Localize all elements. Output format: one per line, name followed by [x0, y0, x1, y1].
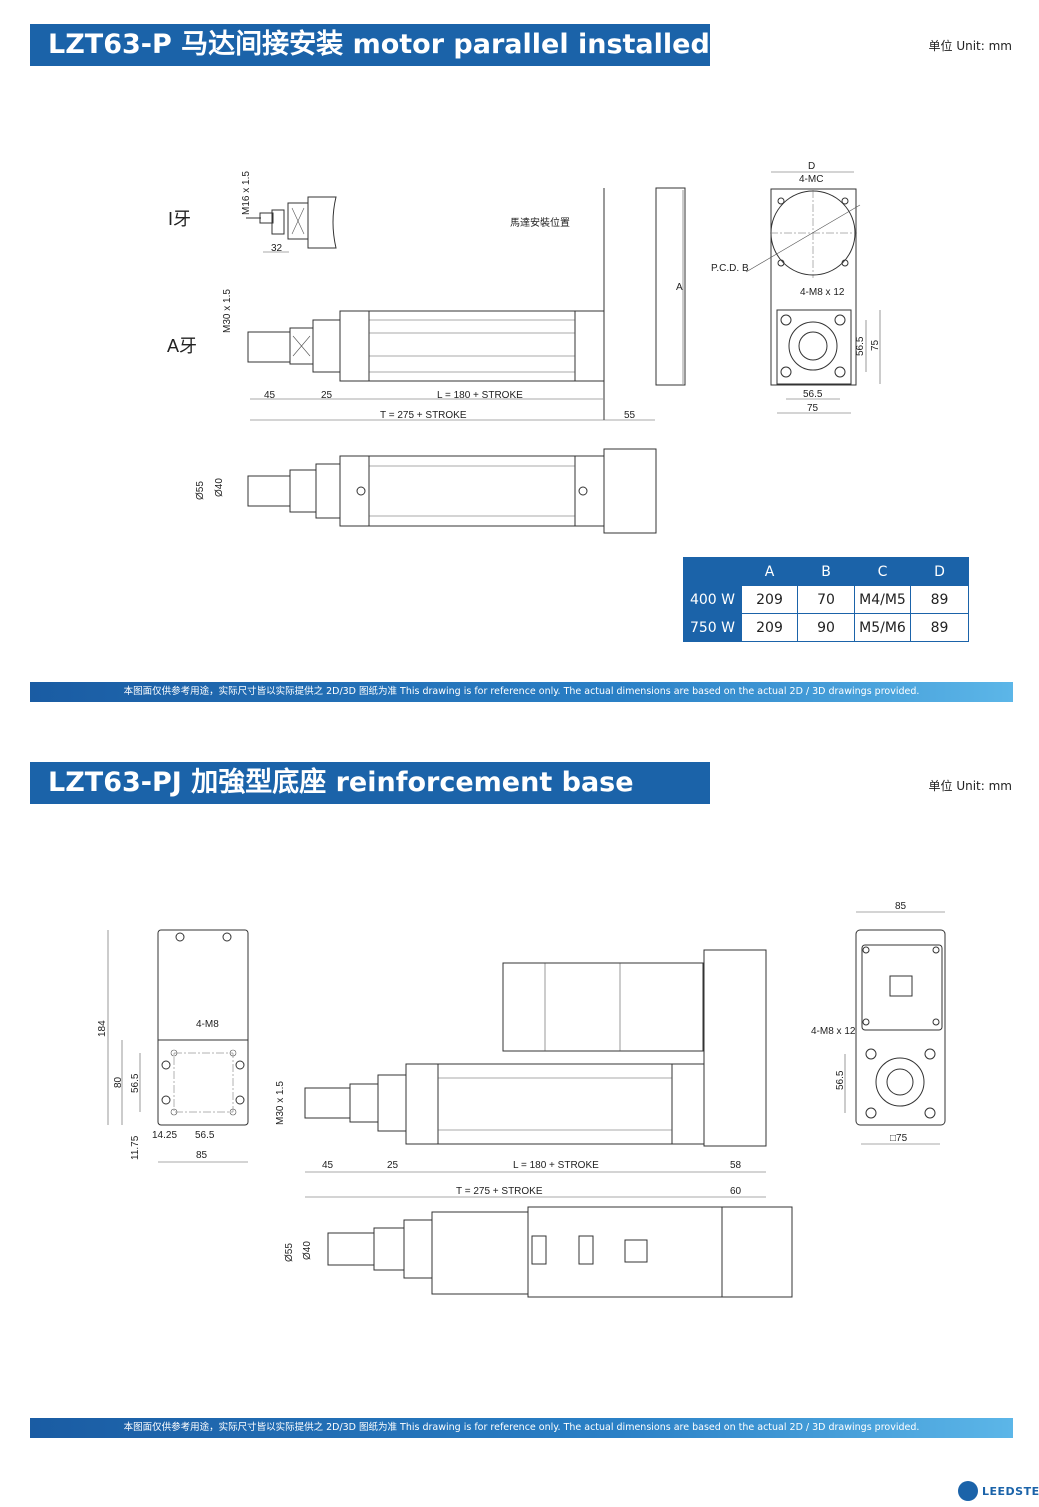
table-cell: 89: [910, 613, 969, 642]
base-plate-view: 184 4-M8 80 56.5 11.75 14.25 56.5 85: [97, 929, 249, 1163]
table-cell: 70: [797, 585, 855, 614]
reinforced-side-view: M30 x 1.5 45 25 L = 180 + STROKE 58 T = …: [275, 949, 767, 1198]
dim-56-5-h2: 56.5: [195, 1130, 215, 1141]
a-thread-label: A牙: [167, 336, 197, 356]
table-cell: 90: [797, 613, 855, 642]
reinforced-end-view: 85 4-M8 x 12 56.5 □75: [811, 901, 946, 1145]
spec-table: A B C D 400 W 209 70 M4/M5 89 750 W 209 …: [683, 557, 969, 642]
dim-t-2: T = 275 + STROKE: [456, 1186, 543, 1197]
dim-55: 55: [624, 410, 636, 421]
table-cell: M5/M6: [854, 613, 911, 642]
table-header-row: A B C D: [683, 557, 969, 586]
section1-disclaimer: 本图面仅供参考用途，实际尺寸皆以实际提供之 2D/3D 图纸为准 This dr…: [30, 682, 1013, 702]
actuator-side-view: A牙 A M30 x 1.5 45 25 L = 180 + STROKE T …: [167, 187, 686, 421]
dim-m8x12: 4-M8 x 12: [800, 287, 845, 298]
table-row: 400 W 209 70 M4/M5 89: [683, 585, 969, 614]
dim-56-5-end: 56.5: [835, 1070, 846, 1090]
dim-sq75: □75: [890, 1133, 908, 1144]
brand-logo: LEEDSTE: [958, 1481, 1039, 1501]
dim-25: 25: [321, 390, 333, 401]
section1-title: LZT63-P 马达间接安装 motor parallel installed: [30, 24, 710, 66]
dim-14-25: 14.25: [152, 1130, 177, 1141]
dim-m30: M30 x 1.5: [222, 289, 233, 333]
table-cell: 750 W: [683, 613, 742, 642]
dim-32: 32: [271, 243, 283, 254]
dim-m16: M16 x 1.5: [241, 171, 252, 215]
actuator-top-view: Ø55 Ø40: [195, 448, 657, 534]
table-header: C: [854, 557, 911, 586]
section1-unit: 单位 Unit: mm: [928, 39, 1012, 53]
i-thread-detail: I牙 32 M16 x 1.5: [168, 171, 337, 254]
dim-d: D: [808, 161, 815, 172]
dim-d40-2: Ø40: [302, 1241, 313, 1260]
logo-mark-icon: [958, 1481, 978, 1501]
motor-position-label: 馬達安裝位置: [510, 216, 570, 229]
dim-56-5-v: 56.5: [855, 336, 866, 356]
dim-4mc: 4-MC: [799, 174, 823, 185]
dim-184: 184: [97, 1020, 108, 1037]
table-header: D: [910, 557, 969, 586]
dim-d55-2: Ø55: [284, 1243, 295, 1262]
dim-75-v: 75: [870, 339, 881, 351]
dim-11-75: 11.75: [130, 1135, 141, 1160]
table-cell: 209: [741, 585, 798, 614]
dim-56-5-v2: 56.5: [130, 1073, 141, 1093]
dim-a: A: [676, 282, 683, 293]
dim-85-end: 85: [895, 901, 907, 912]
actuator-end-view: D 4-MC P.C.D. B 4-M8 x 12 56.5 75 56.5 7…: [711, 161, 881, 414]
dim-25-2: 25: [387, 1160, 399, 1171]
dim-60: 60: [730, 1186, 742, 1197]
table-cell: 400 W: [683, 585, 742, 614]
dim-4m8: 4-M8: [196, 1019, 219, 1030]
table-cell: 89: [910, 585, 969, 614]
section2-title: LZT63-PJ 加強型底座 reinforcement base: [30, 762, 710, 804]
dim-m8x12-2: 4-M8 x 12: [811, 1026, 856, 1037]
table-row: 750 W 209 90 M5/M6 89: [683, 613, 969, 642]
table-cell: 209: [741, 613, 798, 642]
dim-m30-2: M30 x 1.5: [275, 1081, 286, 1125]
section2-unit: 单位 Unit: mm: [928, 779, 1012, 793]
dim-l: L = 180 + STROKE: [437, 390, 523, 401]
dim-d40: Ø40: [214, 478, 225, 497]
dim-75-h: 75: [807, 403, 819, 414]
dim-d55: Ø55: [195, 481, 206, 500]
table-cell: M4/M5: [854, 585, 911, 614]
reinforced-top-view: Ø55 Ø40: [284, 1206, 793, 1298]
dim-45: 45: [264, 390, 276, 401]
dim-56-5-h: 56.5: [803, 389, 823, 400]
table-header: B: [797, 557, 855, 586]
dim-45-2: 45: [322, 1160, 334, 1171]
dim-80: 80: [113, 1076, 124, 1088]
dim-58: 58: [730, 1160, 742, 1171]
logo-text: LEEDSTE: [982, 1484, 1039, 1498]
dim-pcd: P.C.D. B: [711, 263, 749, 274]
i-thread-label: I牙: [168, 209, 191, 229]
section2-disclaimer: 本图面仅供参考用途，实际尺寸皆以实际提供之 2D/3D 图纸为准 This dr…: [30, 1418, 1013, 1438]
dim-t: T = 275 + STROKE: [380, 410, 467, 421]
dim-l-2: L = 180 + STROKE: [513, 1160, 599, 1171]
table-header: [683, 557, 742, 586]
dim-85-base: 85: [196, 1150, 208, 1161]
table-header: A: [741, 557, 798, 586]
